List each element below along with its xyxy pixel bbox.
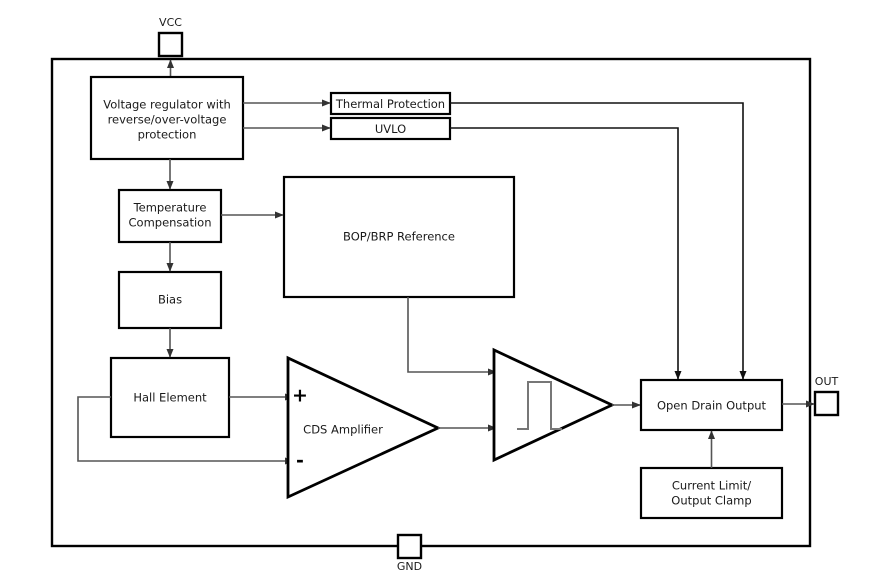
wire-thermal-to-open-drain [450, 102, 747, 380]
hall-element-label: Hall Element [133, 391, 207, 405]
wire-bopbrp-to-schmitt [407, 297, 497, 376]
block-open-drain-output[interactable] [639, 378, 784, 432]
block-temperature-compensation[interactable] [117, 188, 223, 244]
current-limit-label-line2: Output Clamp [671, 494, 751, 508]
temperature-compensation-label-line2: Compensation [129, 216, 212, 230]
vcc-pin-label: VCC [159, 16, 182, 29]
out-pin-label: OUT [815, 375, 839, 388]
block-cds-amplifier[interactable] [286, 355, 442, 500]
thermal-protection-label: Thermal Protection [335, 97, 445, 111]
gnd-pin-label: GND [397, 560, 422, 573]
ic-boundary [50, 57, 812, 548]
voltage-regulator-label-line3: protection [138, 128, 197, 142]
block-voltage-regulator[interactable] [89, 75, 245, 161]
wire-uvlo-to-open-drain [450, 127, 682, 380]
block-schmitt-trigger[interactable] [492, 347, 616, 463]
open-drain-output-label: Open Drain Output [657, 399, 767, 413]
cds-amplifier-plus-sign: + [292, 385, 308, 407]
current-limit-label-line1: Current Limit/ [672, 479, 751, 493]
cds-amplifier-label: CDS Amplifier [303, 423, 383, 437]
voltage-regulator-label-line2: reverse/over-voltage [108, 113, 227, 127]
cds-amplifier-minus-sign: - [296, 450, 304, 472]
hysteresis-icon-upper [528, 381, 562, 430]
bias-label: Bias [158, 293, 182, 307]
bop-brp-reference-label: BOP/BRP Reference [343, 230, 455, 244]
block-hall-element[interactable] [109, 356, 231, 439]
gnd-pin-box[interactable] [396, 533, 423, 560]
out-pin-box[interactable] [813, 390, 840, 417]
temperature-compensation-label-line1: Temperature [133, 201, 207, 215]
uvlo-label: UVLO [375, 122, 406, 136]
block-bop-brp-reference[interactable] [282, 175, 516, 299]
vcc-pin-box[interactable] [157, 31, 184, 58]
voltage-regulator-label-line1: Voltage regulator with [103, 98, 231, 112]
block-current-limit-output-clamp[interactable] [639, 466, 784, 520]
wire-hall-to-cds-minus [77, 396, 294, 465]
